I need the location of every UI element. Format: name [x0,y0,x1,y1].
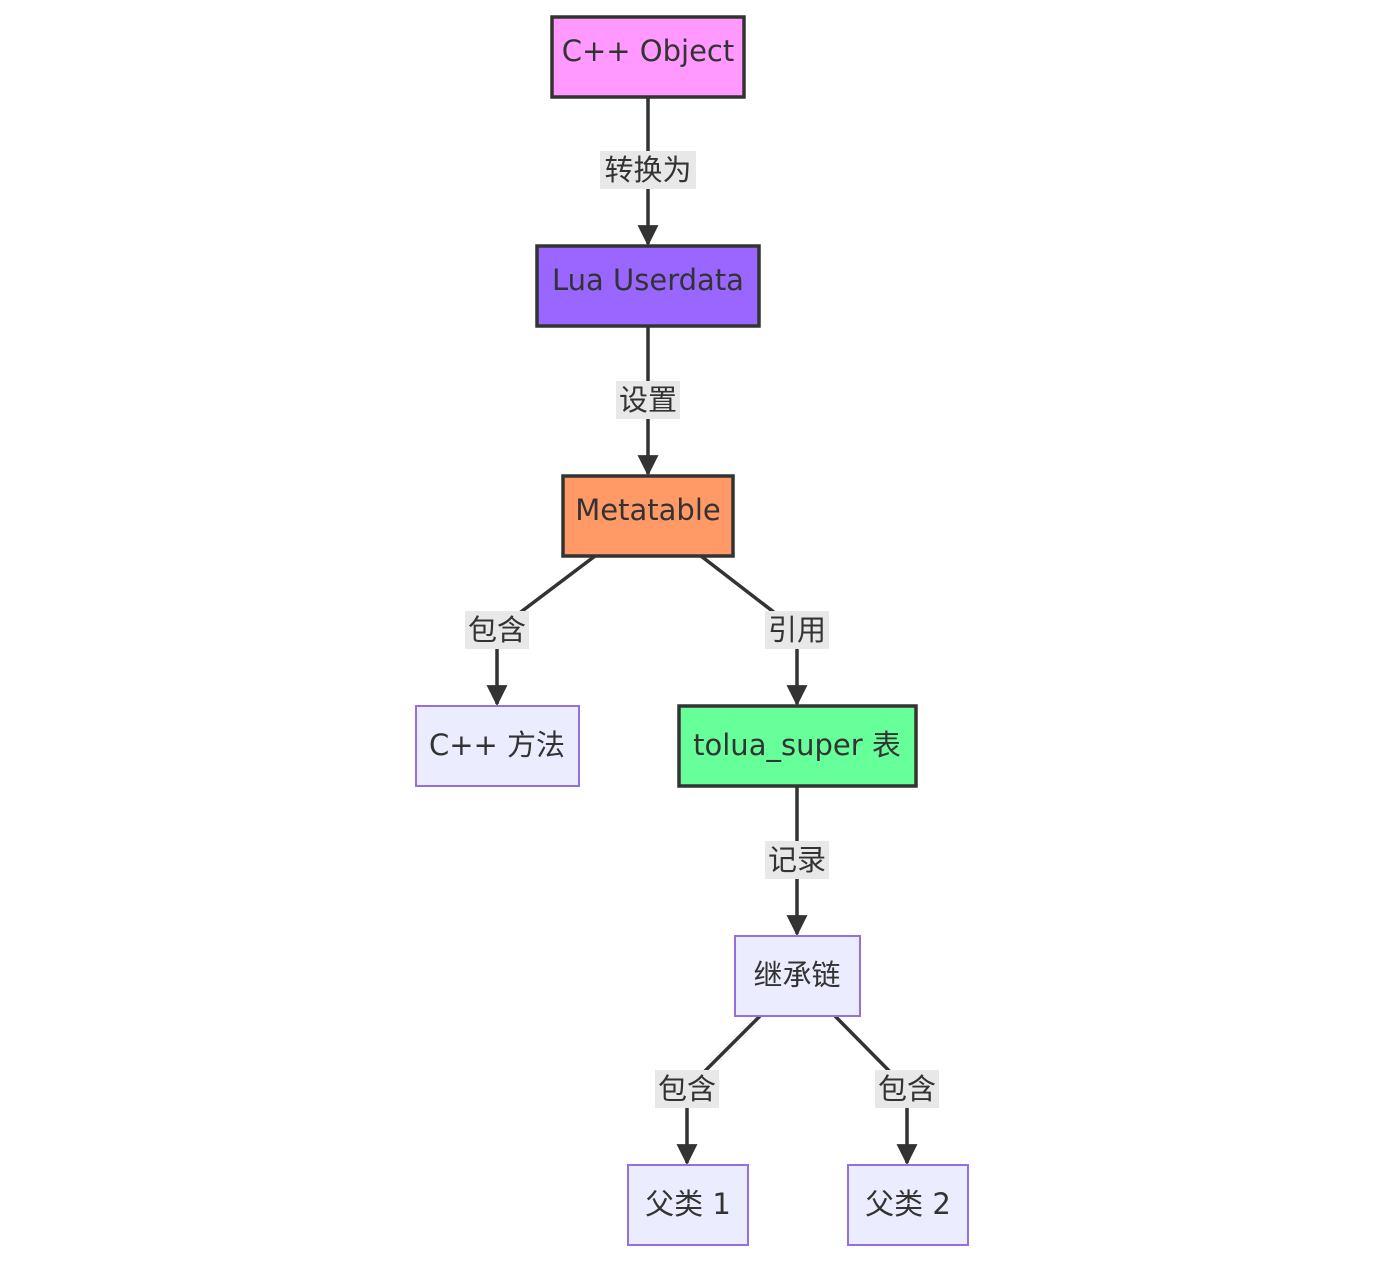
node-cpp-methods: C++ 方法 [415,705,580,787]
edge-chain-to-parent2: 包含 [833,1014,939,1166]
node-tolua-super: tolua_super 表 [677,704,918,788]
node-label: 继承链 [753,958,840,992]
edge-label-set: 设置 [619,383,677,417]
node-label: tolua_super 表 [693,728,901,762]
node-label: Metatable [575,493,720,527]
node-box [627,1164,749,1246]
node-inheritance-chain: 继承链 [734,935,861,1017]
node-label: 父类 2 [865,1187,951,1221]
node-label: 父类 1 [645,1187,731,1221]
node-cpp-object: C++ Object [550,15,746,99]
node-box [550,15,746,99]
node-box [677,704,918,788]
node-metatable: Metatable [561,474,735,558]
node-box [415,705,580,787]
edge-label-reference: 引用 [768,613,826,647]
node-lua-userdata: Lua Userdata [535,244,761,328]
edge-label-contains-methods: 包含 [468,613,526,647]
edge-label-convert: 转换为 [604,153,691,187]
node-box [734,935,861,1017]
node-box [847,1164,969,1246]
edge-super-to-chain: 记录 [765,787,829,937]
edge-object-to-userdata: 转换为 [600,97,696,247]
edge-metatable-to-super: 引用 [699,554,829,707]
node-label: C++ Object [562,34,735,68]
edge-label-record: 记录 [768,843,826,877]
node-label: Lua Userdata [552,263,744,297]
edge-chain-to-parent1: 包含 [655,1014,762,1166]
node-box [561,474,735,558]
node-parent-2: 父类 2 [847,1164,969,1246]
node-parent-1: 父类 1 [627,1164,749,1246]
edge-label-contains-parent2: 包含 [878,1072,936,1106]
edge-userdata-to-metatable: 设置 [616,327,680,477]
edge-label-contains-parent1: 包含 [658,1072,716,1106]
edge-metatable-to-methods: 包含 [465,554,597,707]
node-box [535,244,761,328]
node-label: C++ 方法 [429,728,565,762]
